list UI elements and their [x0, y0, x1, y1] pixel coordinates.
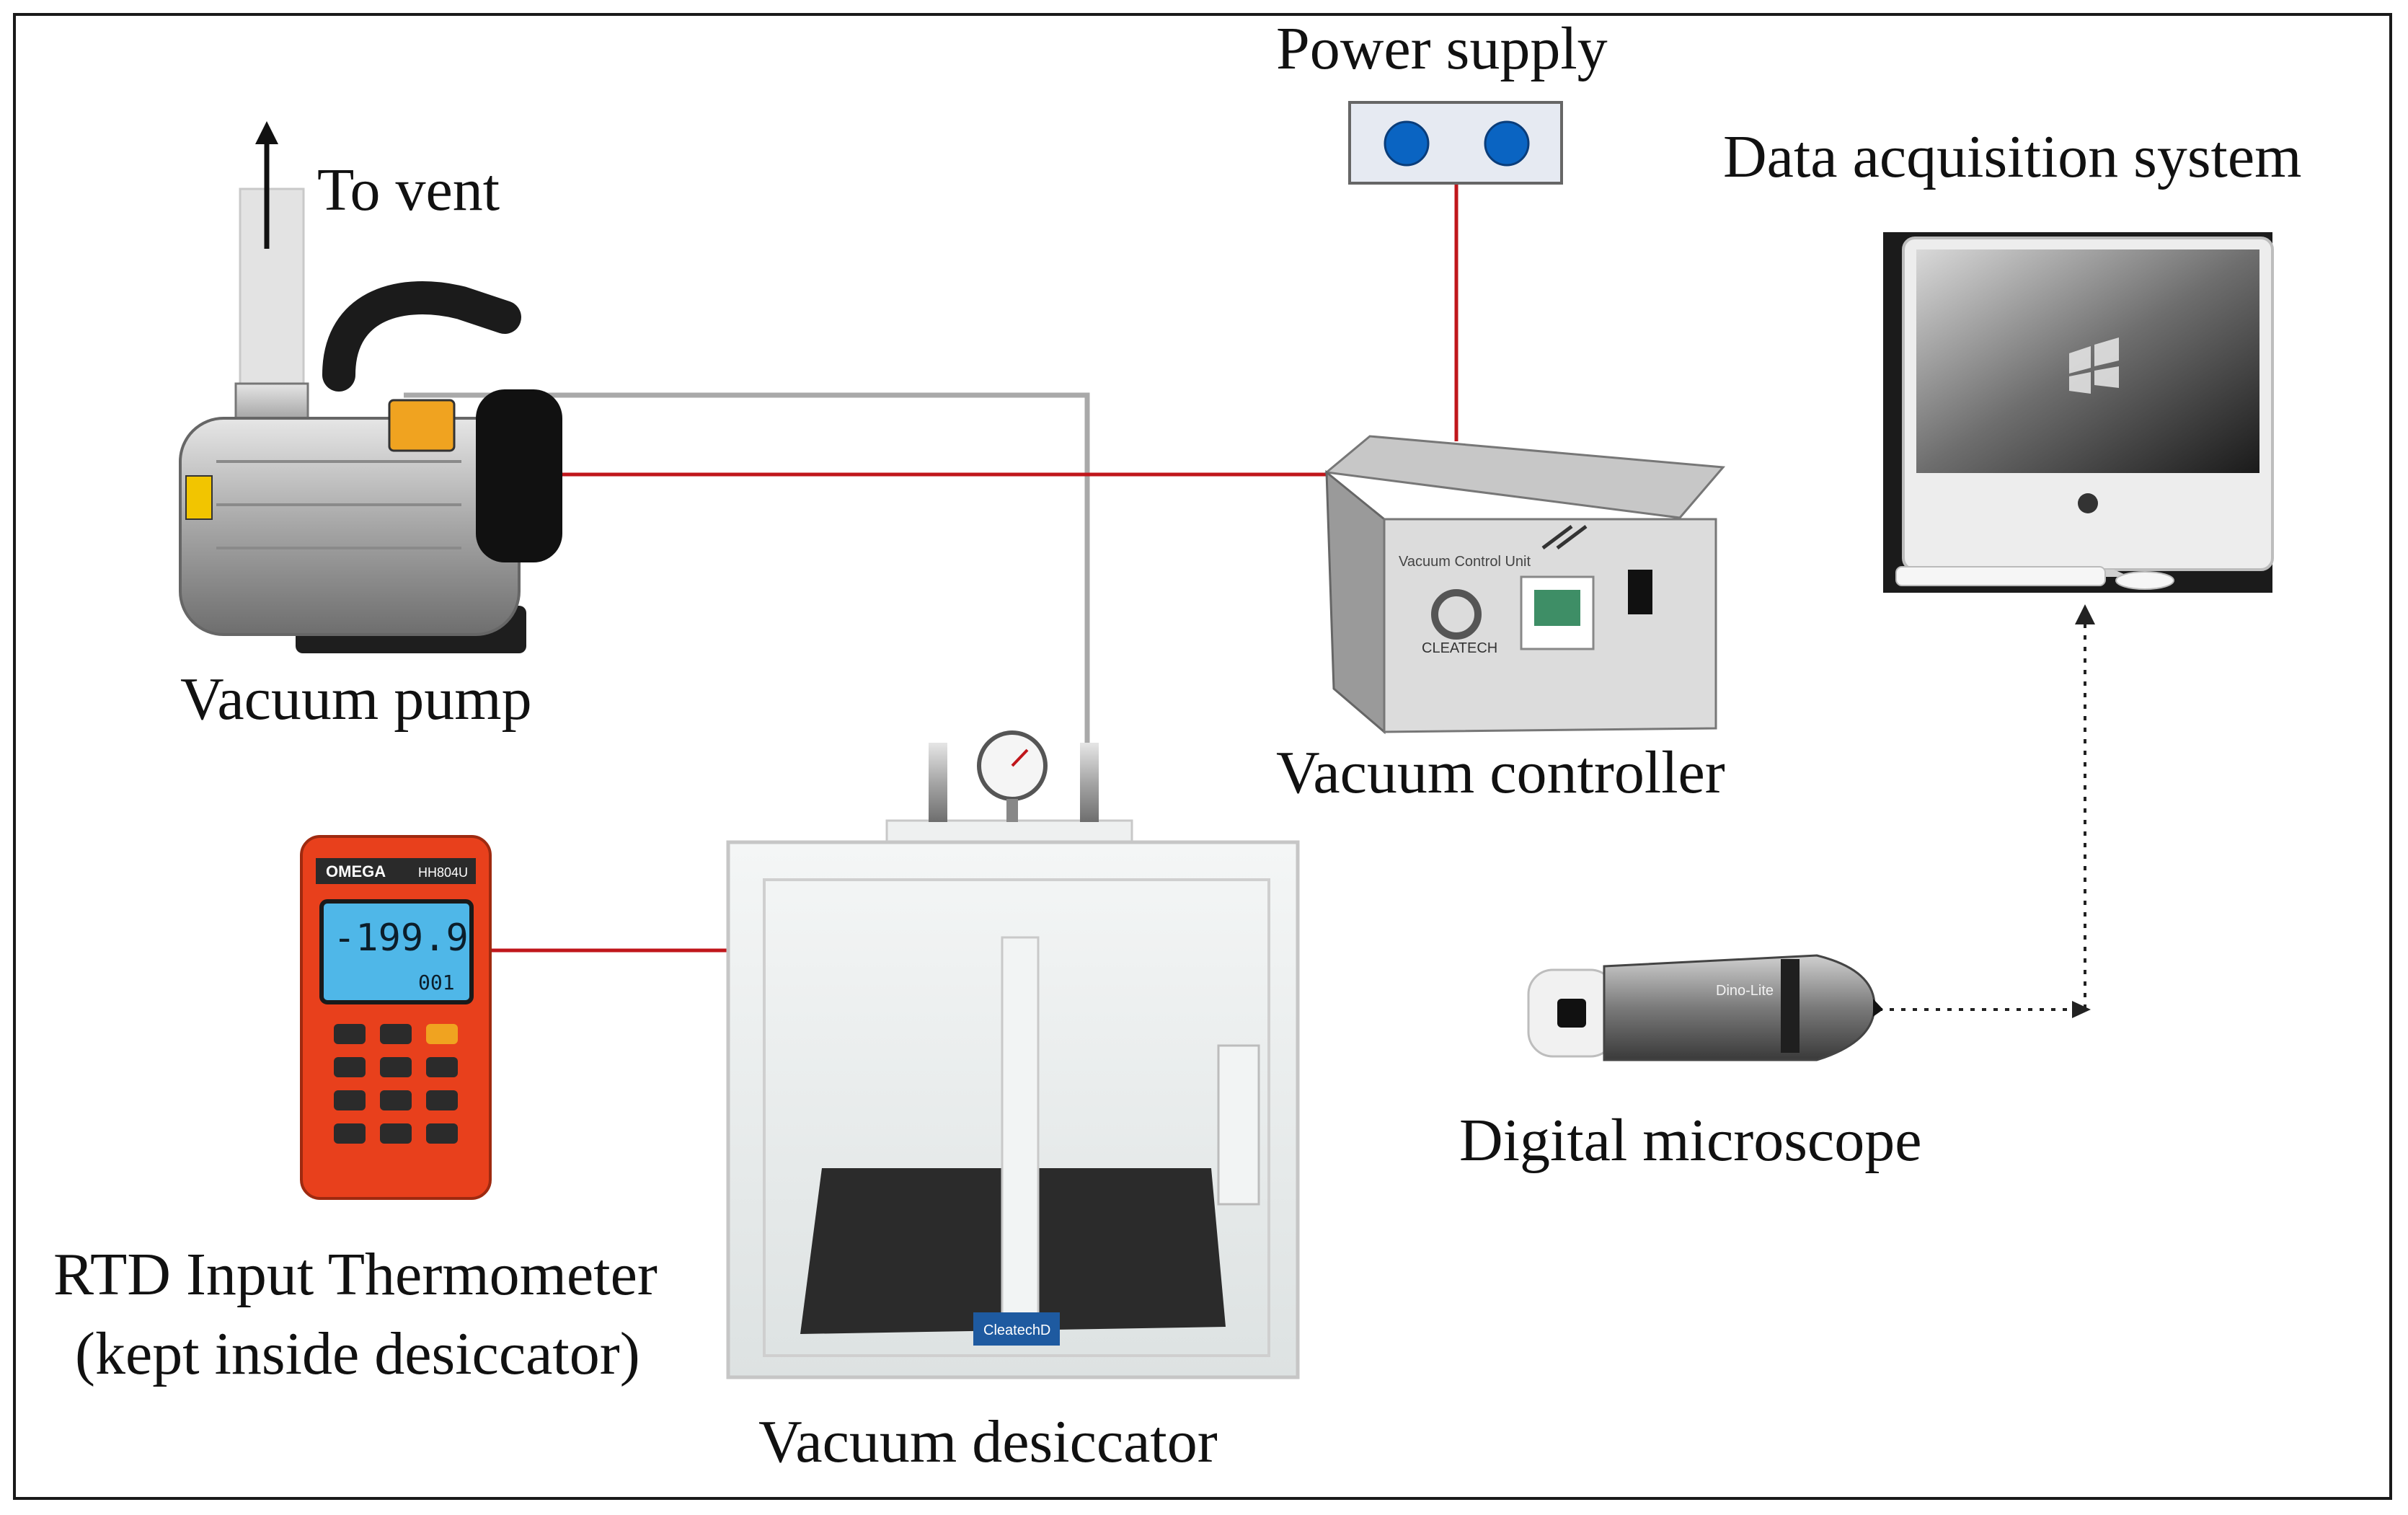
data-acquisition-label: Data acquisition system	[1723, 123, 2302, 190]
vacuum-controller-label: Vacuum controller	[1276, 739, 1725, 806]
thermometer-reading-text: -199.9	[333, 916, 469, 960]
power-button-left	[1384, 120, 1430, 167]
thermometer-sub-reading-text: 001	[418, 971, 455, 994]
vent-exhaust-tube	[234, 187, 309, 454]
power-supply-box	[1348, 101, 1563, 185]
digital-microscope	[1527, 954, 1883, 1061]
computer-monitor	[1883, 232, 2274, 593]
microscope-brand-text: Dino-Lite	[1716, 983, 1774, 999]
thermometer-label-line1: RTD Input Thermometer	[53, 1241, 658, 1308]
to-vent-label: To vent	[317, 156, 500, 224]
vacuum-hose-line	[404, 392, 1090, 750]
thermometer-label-line2: (kept inside desiccator)	[75, 1320, 640, 1387]
vacuum-desiccator	[726, 730, 1300, 1379]
thermometer-model-text: HH804U	[418, 865, 468, 880]
digital-microscope-label: Digital microscope	[1459, 1107, 1922, 1174]
vacuum-controller	[1324, 435, 1726, 735]
controller-title-text: Vacuum Control Unit	[1399, 554, 1531, 570]
vacuum-pump	[179, 281, 562, 653]
rtd-thermometer	[300, 835, 492, 1200]
desiccator-brand-text: CleatechD	[983, 1322, 1050, 1338]
vacuum-desiccator-label: Vacuum desiccator	[758, 1408, 1218, 1475]
power-supply-label: Power supply	[1276, 15, 1608, 82]
vacuum-pump-label: Vacuum pump	[180, 666, 532, 733]
power-button-right	[1484, 120, 1530, 167]
controller-brand-text: CLEATECH	[1422, 640, 1497, 656]
vent-arrow	[255, 121, 278, 249]
thermometer-brand-text: OMEGA	[326, 862, 386, 880]
microscope-data-link	[1878, 604, 2095, 1018]
